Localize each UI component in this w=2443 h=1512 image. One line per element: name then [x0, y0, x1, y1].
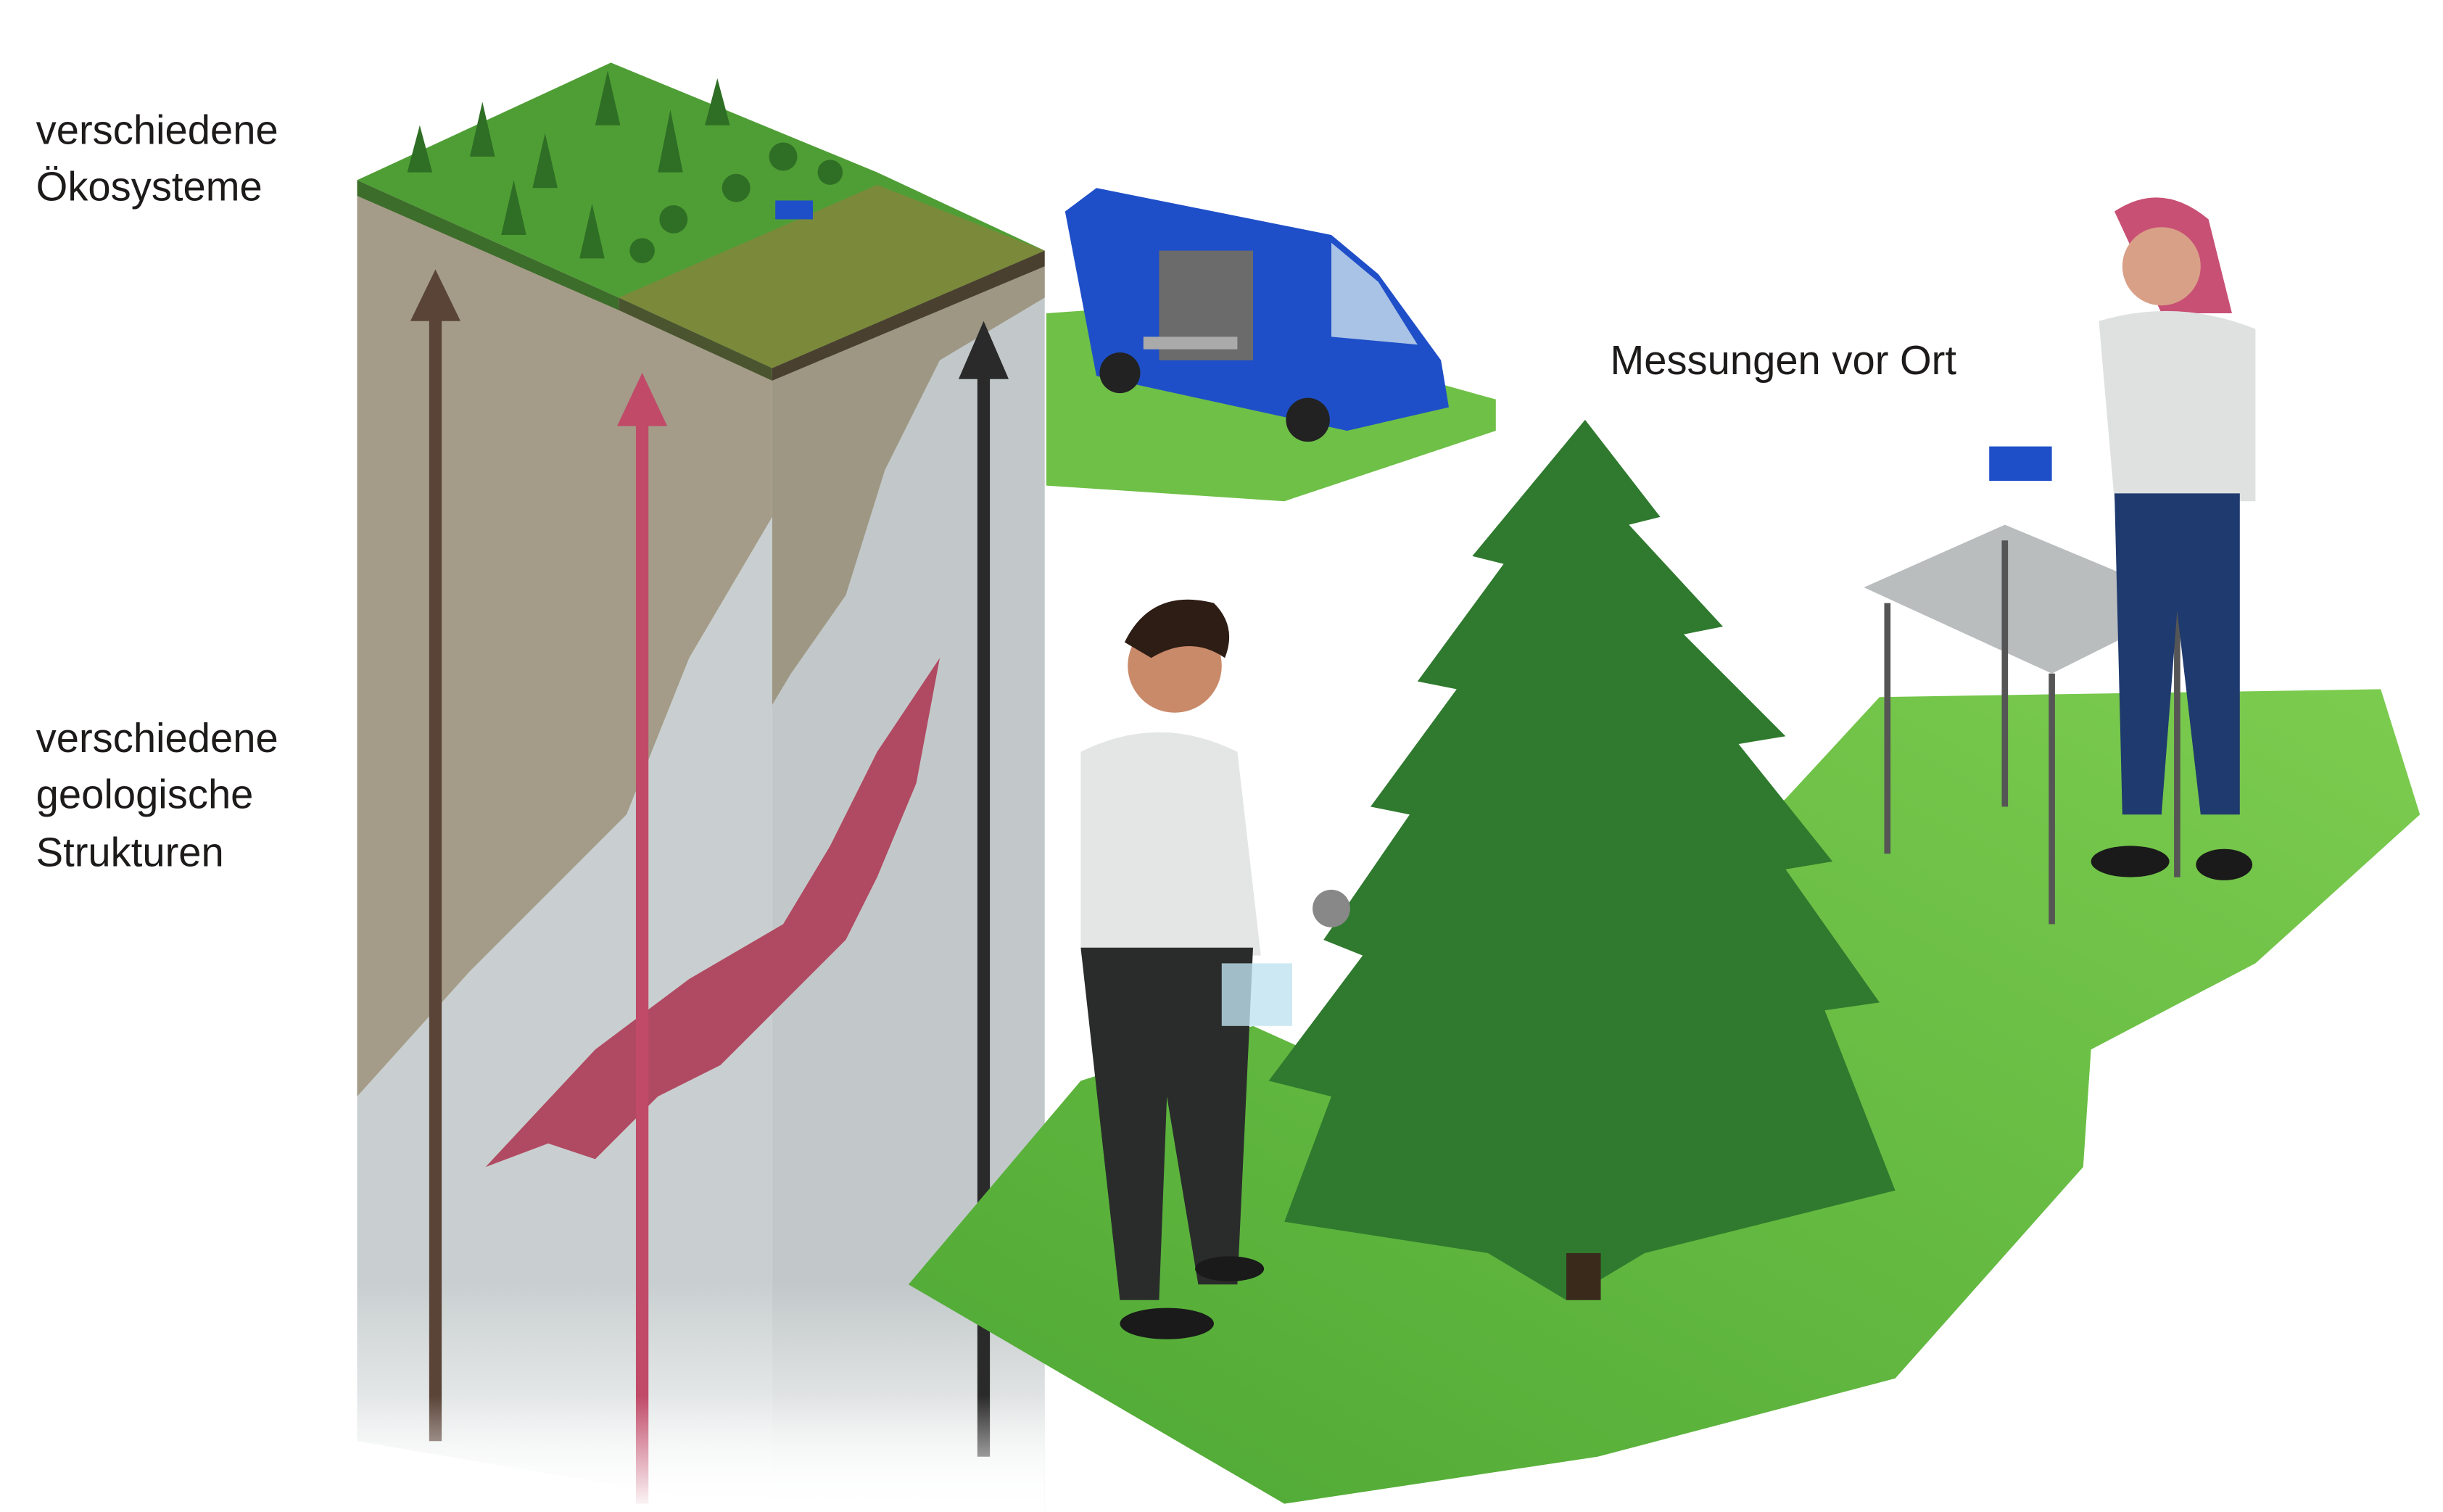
depth-arrows	[357, 269, 1045, 1512]
label-geology-line2: geologische	[36, 772, 254, 817]
man-sampling	[1080, 599, 1350, 1339]
small-van-icon	[775, 200, 814, 220]
arrow-up-icon	[410, 269, 461, 321]
label-geology-line3: Strukturen	[36, 829, 224, 875]
label-ecosystems-line2: Ökosysteme	[36, 163, 263, 209]
arrow-up-icon	[958, 321, 1009, 379]
label-measurements: Messungen vor Ort	[1610, 337, 1956, 383]
arrow-up-icon	[617, 373, 668, 426]
ecosystem-surface	[357, 62, 1045, 381]
label-ecosystems-line1: verschiedene	[36, 107, 278, 153]
van-scene	[1046, 188, 1496, 502]
forest-trees	[407, 70, 843, 263]
fir-tree	[1268, 419, 1896, 1300]
sample-bag	[1221, 963, 1293, 1026]
van	[1065, 188, 1450, 431]
woman-at-table	[1864, 197, 2256, 925]
handheld-analyzer	[1989, 446, 2052, 482]
label-geology-line1: verschiedene	[36, 715, 278, 761]
